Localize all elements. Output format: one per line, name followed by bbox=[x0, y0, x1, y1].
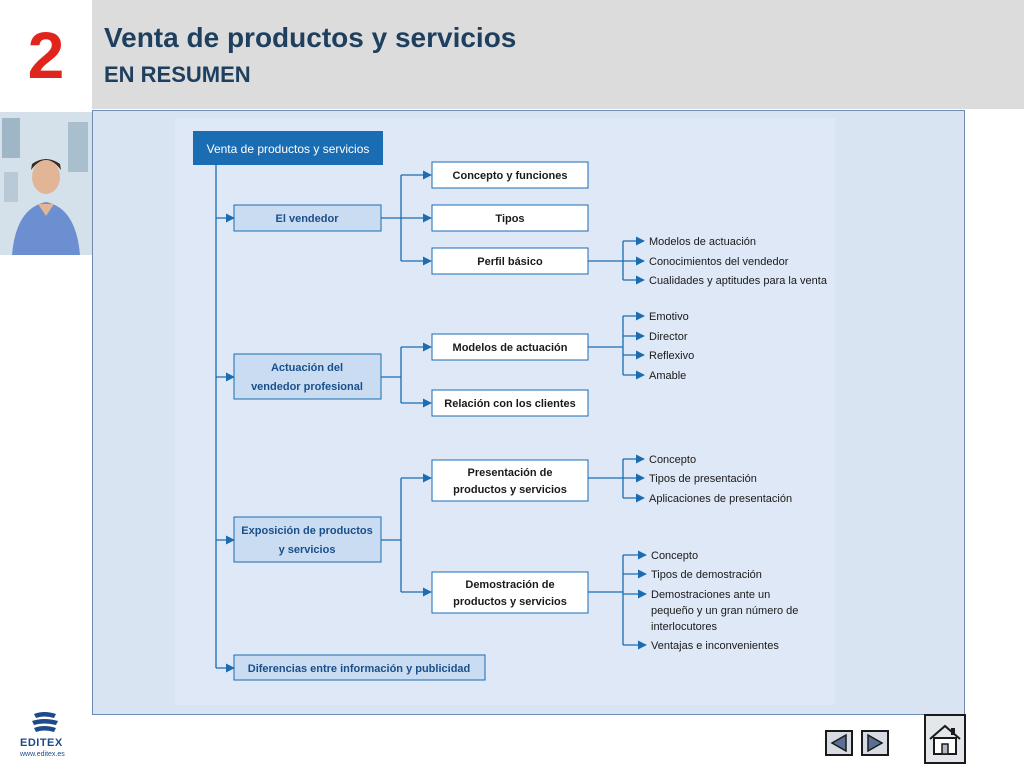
page-subtitle: EN RESUMEN bbox=[104, 62, 251, 87]
box-perfil-basico bbox=[431, 247, 589, 275]
leaf-modelos-2: Reflexivo bbox=[649, 350, 694, 362]
box-presentacion bbox=[431, 459, 589, 502]
leaf-perfil-2: Cualidades y aptitudes para la venta bbox=[649, 275, 828, 287]
box-modelos-actuacion bbox=[431, 333, 589, 361]
triangle-right-icon bbox=[867, 733, 884, 753]
salesman-photo bbox=[0, 112, 92, 255]
label-exposicion-1: Exposición de productos bbox=[241, 525, 372, 537]
box-tipos bbox=[431, 204, 589, 232]
home-icon bbox=[929, 724, 961, 755]
box-demostracion bbox=[431, 571, 589, 614]
label-presentacion-1: Presentación de bbox=[468, 467, 553, 479]
box-actuacion bbox=[233, 353, 382, 400]
leaf-perfil-1: Conocimientos del vendedor bbox=[649, 256, 789, 268]
leaf-presentacion-1: Tipos de presentación bbox=[649, 473, 757, 485]
label-tipos: Tipos bbox=[495, 213, 524, 225]
slide-number: 2 bbox=[27, 17, 65, 92]
logo-url: www.editex.es bbox=[20, 751, 65, 758]
label-exposicion-2: y servicios bbox=[279, 544, 336, 556]
label-diferencias: Diferencias entre información y publicid… bbox=[248, 663, 471, 675]
label-demostracion-2: productos y servicios bbox=[453, 596, 567, 608]
logo-text: EDITEX bbox=[20, 737, 63, 749]
connector-lines bbox=[215, 165, 647, 673]
label-el-vendedor: El vendedor bbox=[276, 213, 340, 225]
leaf-demostracion-2: Demostraciones ante un bbox=[651, 589, 770, 601]
leaf-modelos-1: Director bbox=[649, 331, 688, 343]
leaf-modelos-0: Emotivo bbox=[649, 311, 689, 323]
leaf-modelos-3: Amable bbox=[649, 370, 686, 382]
concept-map: Venta de productos y servicios El vended… bbox=[175, 118, 835, 705]
leaf-demostracion-4: interlocutores bbox=[651, 621, 718, 633]
root-label: Venta de productos y servicios bbox=[207, 142, 370, 156]
leaf-demostracion-0: Concepto bbox=[651, 550, 698, 562]
root-box bbox=[193, 131, 383, 165]
summary-panel: Venta de productos y servicios El vended… bbox=[92, 110, 965, 715]
label-modelos-actuacion: Modelos de actuación bbox=[453, 342, 568, 354]
leaf-demostracion-5: Ventajas e inconvenientes bbox=[651, 640, 779, 652]
label-demostracion-1: Demostración de bbox=[465, 579, 554, 591]
leaf-perfil-0: Modelos de actuación bbox=[649, 236, 756, 248]
label-presentacion-2: productos y servicios bbox=[453, 484, 567, 496]
triangle-left-icon bbox=[830, 733, 847, 753]
label-actuacion-1: Actuación del bbox=[271, 362, 343, 374]
label-concepto-funciones: Concepto y funciones bbox=[453, 170, 568, 182]
header-bar bbox=[92, 0, 1024, 109]
page-title: Venta de productos y servicios bbox=[104, 22, 517, 53]
box-diferencias bbox=[233, 654, 486, 681]
leaf-presentacion-2: Aplicaciones de presentación bbox=[649, 493, 792, 505]
box-relacion-clientes bbox=[431, 389, 589, 417]
label-actuacion-2: vendedor profesional bbox=[251, 381, 363, 393]
leaf-demostracion-3: pequeño y un gran número de bbox=[651, 605, 798, 617]
previous-slide-button[interactable] bbox=[825, 730, 853, 756]
next-slide-button[interactable] bbox=[861, 730, 889, 756]
box-exposicion bbox=[233, 516, 382, 563]
editex-logo-icon bbox=[32, 712, 58, 732]
home-button[interactable] bbox=[924, 714, 966, 764]
leaf-presentacion-0: Concepto bbox=[649, 454, 696, 466]
box-concepto-funciones bbox=[431, 161, 589, 189]
label-relacion-clientes: Relación con los clientes bbox=[444, 398, 575, 410]
leaf-demostracion-1: Tipos de demostración bbox=[651, 569, 762, 581]
label-perfil-basico: Perfil básico bbox=[477, 256, 543, 268]
box-el-vendedor bbox=[233, 204, 382, 232]
